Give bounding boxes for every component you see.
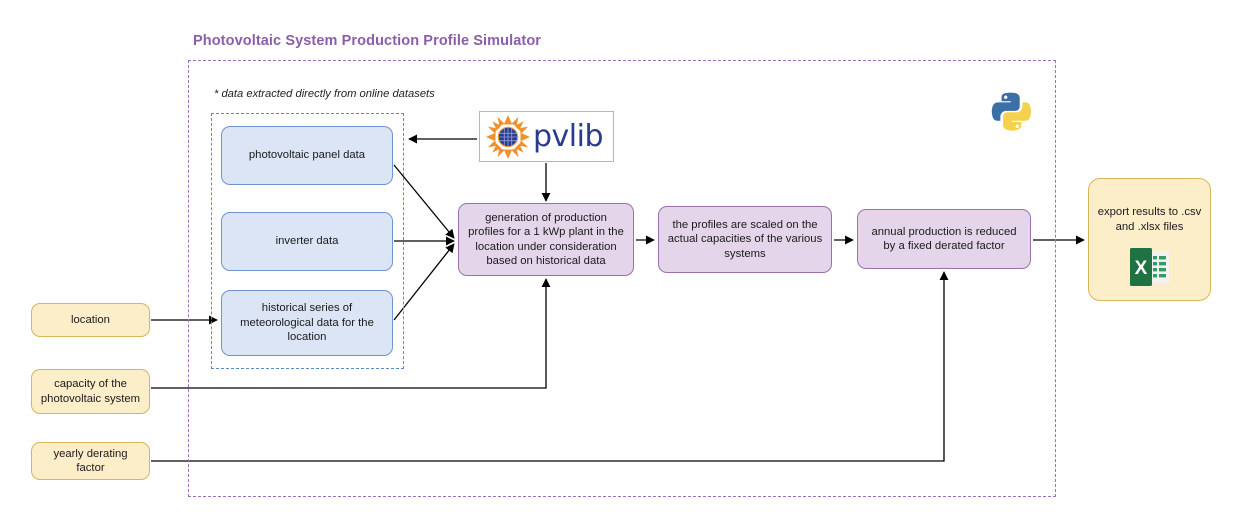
node-label: yearly derating factor — [53, 447, 128, 474]
excel-icon: X — [1129, 248, 1169, 287]
node-label: location — [71, 313, 110, 326]
node-photovoltaic-panel-data[interactable]: photovoltaic panel data — [221, 126, 393, 185]
connector-weather-to-generation — [393, 243, 455, 321]
export-label: export results to .csv and .xlsx files — [1097, 206, 1202, 233]
connector-panel-to-generation — [393, 164, 455, 239]
node-label: capacity of the photovoltaic system — [40, 378, 141, 405]
simulator-boundary — [188, 60, 1056, 497]
node-export-results[interactable]: export results to .csv and .xlsx files X — [1088, 178, 1211, 301]
node-label: historical series of meteorological data… — [240, 302, 374, 344]
node-label: annual production is reduced by a fixed … — [871, 225, 1017, 252]
node-annual-production-derated[interactable]: annual production is reduced by a fixed … — [857, 209, 1031, 269]
online-datasources-boundary — [211, 113, 404, 369]
node-input-yearly-derating-factor[interactable]: yearly derating factor — [31, 442, 150, 480]
node-input-system-capacity[interactable]: capacity of the photovoltaic system — [31, 369, 150, 414]
python-logo — [991, 92, 1032, 131]
pvlib-sun-icon — [486, 114, 530, 159]
pvlib-wordmark: pvlib — [533, 118, 604, 154]
node-label: generation of production profiles for a … — [468, 211, 624, 267]
data-source-note: * data extracted directly from online da… — [214, 88, 435, 100]
node-input-location[interactable]: location — [31, 303, 150, 337]
svg-text:X: X — [1134, 258, 1147, 279]
node-label: inverter data — [275, 235, 339, 248]
node-label: the profiles are scaled on the actual ca… — [667, 218, 823, 260]
page-title: Photovoltaic System Production Profile S… — [193, 33, 542, 49]
connector-capacity-to-generation — [151, 278, 551, 389]
pvlib-logo: pvlib — [479, 111, 614, 162]
node-profiles-scaled-to-capacities[interactable]: the profiles are scaled on the actual ca… — [658, 206, 832, 273]
node-historical-meteorological-data[interactable]: historical series of meteorological data… — [221, 290, 393, 356]
connector-derating-to-process — [151, 271, 949, 462]
node-label: photovoltaic panel data — [248, 149, 366, 162]
node-inverter-data[interactable]: inverter data — [221, 212, 393, 271]
node-generation-of-production-profiles[interactable]: generation of production profiles for a … — [458, 203, 634, 276]
